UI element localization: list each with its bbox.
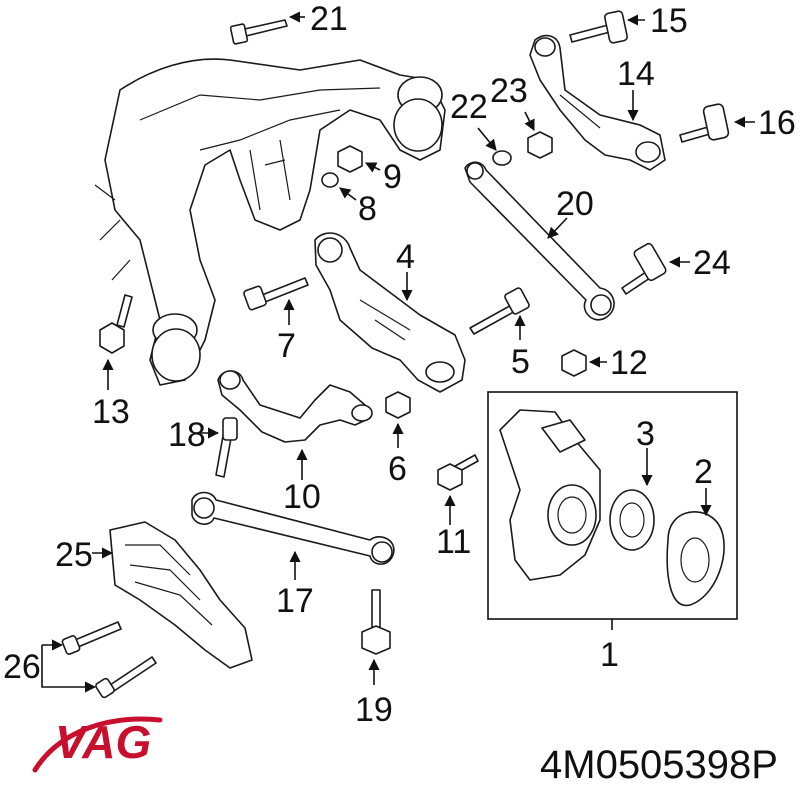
callout-13: 13 xyxy=(92,393,130,431)
control-arm-10 xyxy=(217,370,373,443)
hub-2 xyxy=(666,511,725,607)
washer-22 xyxy=(492,150,512,166)
wheel-carrier xyxy=(499,409,601,581)
bolt-19 xyxy=(361,589,391,655)
nut-12 xyxy=(561,349,587,377)
vag-logo: VAG xyxy=(55,716,151,768)
upper-control-arm-14 xyxy=(529,34,666,171)
callout-21: 21 xyxy=(310,0,348,38)
callout-12: 12 xyxy=(610,344,648,382)
callout-20: 20 xyxy=(556,185,594,223)
callout-25: 25 xyxy=(55,536,93,574)
callout-4: 4 xyxy=(396,238,415,276)
callout-6: 6 xyxy=(388,450,407,488)
bolt-11 xyxy=(437,454,479,491)
callout-11: 11 xyxy=(436,523,471,561)
callout-19: 19 xyxy=(355,691,393,729)
nut-9 xyxy=(337,145,363,173)
callout-10: 10 xyxy=(283,478,321,516)
link-20 xyxy=(464,161,615,321)
callout-23: 23 xyxy=(490,72,528,110)
bolt-21 xyxy=(229,19,288,45)
bolt-26b xyxy=(95,656,157,699)
callout-7: 7 xyxy=(277,327,296,365)
bolt-15 xyxy=(569,10,628,44)
nut-6 xyxy=(385,391,411,419)
bolt-7 xyxy=(243,277,309,311)
bolt-24 xyxy=(621,242,667,295)
part-number: 4M0505398P xyxy=(540,743,778,787)
bolt-13 xyxy=(99,294,133,354)
lower-control-arm-4 xyxy=(314,232,466,393)
link-17 xyxy=(191,491,395,565)
callout-22: 22 xyxy=(450,88,488,126)
underbody-shield-25 xyxy=(109,521,253,669)
callout-2: 2 xyxy=(694,453,713,491)
callout-1: 1 xyxy=(600,636,619,674)
callout-17: 17 xyxy=(276,582,314,620)
bolt-26a xyxy=(61,621,122,655)
callout-14: 14 xyxy=(617,55,655,93)
washer-8 xyxy=(321,172,339,188)
callout-8: 8 xyxy=(358,190,377,228)
callout-26: 26 xyxy=(3,648,41,686)
callout-3: 3 xyxy=(636,415,655,453)
callout-9: 9 xyxy=(383,158,402,196)
callout-15: 15 xyxy=(650,2,688,40)
subframe xyxy=(94,58,446,386)
bolt-5 xyxy=(469,287,530,335)
wheel-bearing-3 xyxy=(609,489,655,551)
vag-logo-swoosh xyxy=(32,716,163,773)
callout-24: 24 xyxy=(693,244,731,282)
nut-23 xyxy=(527,131,553,159)
callout-16: 16 xyxy=(758,104,796,142)
bolt-16 xyxy=(679,103,730,143)
pin-18 xyxy=(215,417,238,478)
callout-5: 5 xyxy=(511,343,530,381)
callout-18: 18 xyxy=(168,416,206,454)
